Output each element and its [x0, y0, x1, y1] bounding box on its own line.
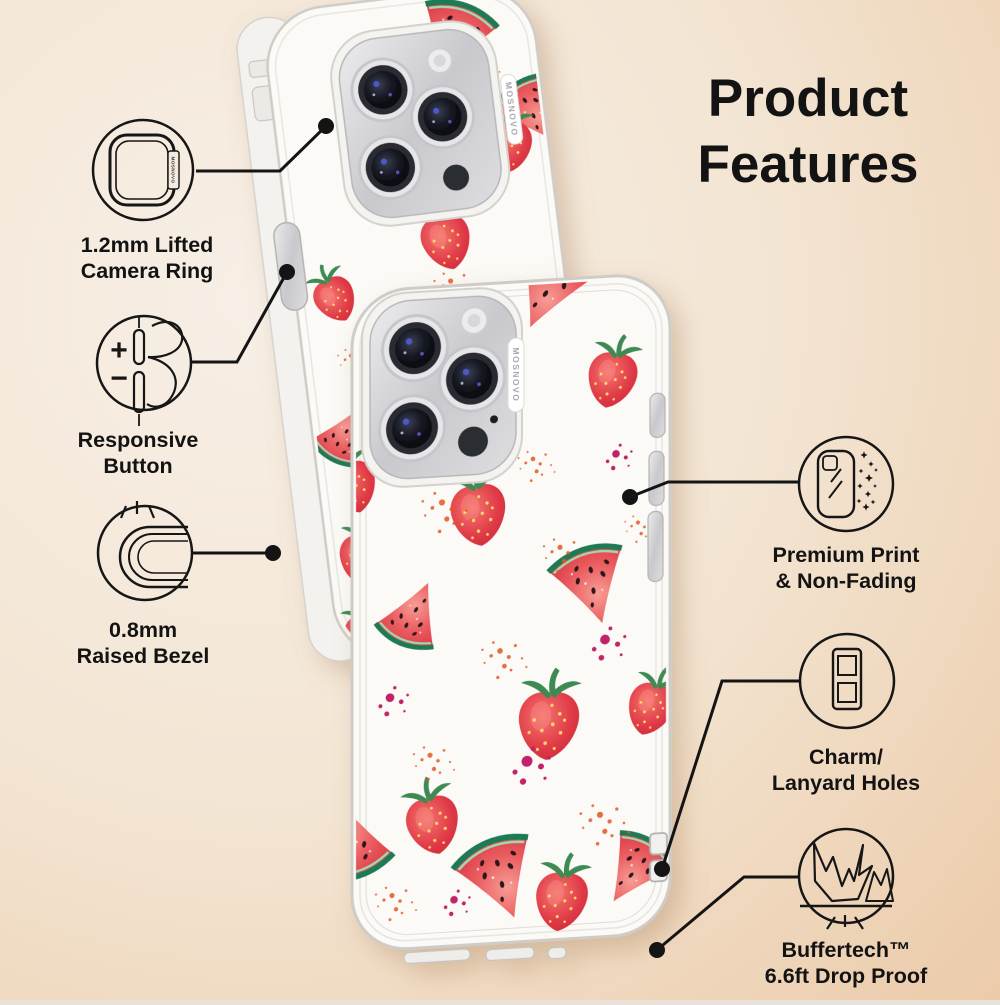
brand-tab — [500, 73, 524, 145]
finger-shape — [147, 320, 184, 359]
page-title-line1: Product — [708, 69, 908, 128]
plus-glyph: + — [110, 334, 128, 367]
volume-up-button — [648, 450, 665, 507]
page-title-line2: Features — [698, 135, 919, 194]
feature-label-camera-ring-1: 1.2mm Lifted — [81, 233, 214, 257]
impact-burst-shape — [812, 841, 874, 903]
callout-dot-raised-bezel — [265, 545, 281, 561]
sparkle-ticks — [119, 501, 156, 519]
callout-line-camera-ring — [196, 124, 328, 173]
lidar-sensor — [443, 164, 470, 191]
speaker-slot — [547, 946, 567, 960]
callout-line-lanyard-holes — [660, 679, 800, 870]
camera-module-back-phone: MOSNOVO — [330, 20, 524, 227]
feature-label-drop-proof-2: 6.6ft Drop Proof — [765, 964, 928, 988]
callout-line-responsive-button — [190, 271, 289, 364]
feature-label-lanyard-holes-1: Charm/ — [809, 745, 883, 769]
camera-module-front-phone: MOSNOVO — [361, 287, 525, 488]
microphone-dot — [490, 415, 498, 424]
brand-vertical-text-front: MOSNOVO — [511, 347, 521, 402]
volume-down-button — [647, 510, 664, 583]
feature-label-responsive-button-2: Button — [103, 454, 172, 478]
feature-label-drop-proof-1: Buffertech™ — [781, 938, 910, 962]
feature-label-premium-print-1: Premium Print — [773, 543, 920, 567]
lidar-sensor — [458, 426, 488, 457]
volume-buttons-finger-icon: + − — [95, 314, 193, 426]
lanyard-holes-icon — [798, 632, 896, 730]
impact-ticks — [826, 915, 864, 930]
minus-glyph: − — [110, 362, 128, 395]
feature-label-lanyard-holes-2: Lanyard Holes — [772, 771, 920, 795]
feature-label-camera-ring-2: Camera Ring — [81, 259, 214, 283]
callout-dot-lanyard-holes — [654, 861, 670, 877]
icon-brand-text: MOSNOVO — [171, 157, 176, 184]
feature-label-raised-bezel-1: 0.8mm — [109, 618, 177, 642]
callout-line-drop-proof — [656, 875, 799, 952]
phone-case-front-view: MOSNOVO — [350, 274, 672, 965]
action-button — [649, 392, 666, 438]
printed-case-sparkles-icon — [797, 435, 895, 533]
brand-tab — [507, 337, 525, 413]
lanyard-hole-top — [649, 832, 668, 856]
raised-bezel-icon — [96, 501, 194, 602]
callout-lines — [190, 118, 800, 958]
camera-ring-icon: MOSNOVO — [91, 118, 195, 222]
callout-line-premium-print — [629, 480, 799, 499]
feature-label-responsive-button-1: Responsive — [78, 428, 199, 452]
feature-label-premium-print-2: & Non-Fading — [776, 569, 917, 593]
feature-label-raised-bezel-2: Raised Bezel — [77, 644, 210, 668]
callout-dot-drop-proof — [649, 942, 665, 958]
impact-burst-icon — [797, 827, 895, 930]
speaker-slot — [403, 948, 471, 965]
callout-dot-camera-ring — [318, 118, 334, 134]
callout-dot-premium-print — [622, 489, 638, 505]
charging-port-slot — [485, 946, 535, 962]
callout-dot-responsive-button — [279, 264, 295, 280]
